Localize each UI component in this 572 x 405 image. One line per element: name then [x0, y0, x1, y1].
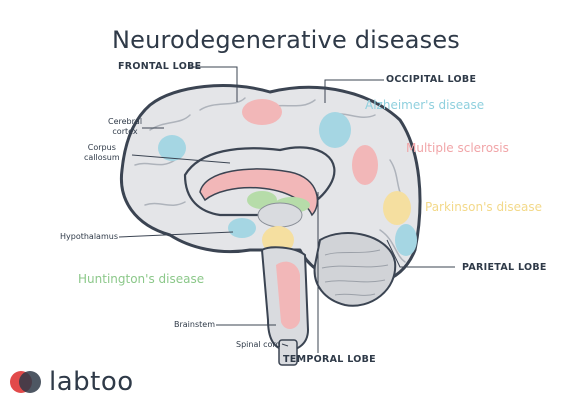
- occipital-lobe-label: OCCIPITAL LOBE: [386, 74, 477, 85]
- parkinson-region-posterior: [383, 191, 411, 225]
- corpus-callosum-shape: [199, 168, 319, 217]
- hypothalamus-label: Hypothalamus: [60, 232, 118, 241]
- frontal-lobe-label: FRONTAL LOBE: [118, 61, 202, 72]
- parietal-lobe-label: PARIETAL LOBE: [462, 262, 547, 273]
- corpus-callosum-label: Corpus callosum: [84, 143, 120, 163]
- legend-parkinsons: Parkinson's disease: [425, 200, 543, 214]
- cerebral-cortex-label: Cerebral cortex: [108, 117, 142, 137]
- parietal-lobe-leader: [386, 239, 455, 268]
- spinal-cord-label: Spinal cord: [236, 340, 281, 349]
- ms-region-brainstem: [276, 261, 300, 329]
- labtoo-logo-icon: [10, 371, 41, 393]
- cerebral-cortex-label-line2: cortex: [112, 127, 138, 136]
- page-title: Neurodegenerative diseases: [111, 26, 461, 54]
- leader-lines: [118, 66, 455, 353]
- labtoo-logo-text: labtoo: [49, 367, 134, 397]
- alzheimer-region-hypothalamus: [228, 218, 256, 238]
- spinal-cord-shape: [278, 339, 298, 366]
- corpus-callosum-label-line1: Corpus: [87, 143, 116, 152]
- legend-alzheimers: Alzheimer's disease: [365, 98, 485, 112]
- cerebral-cortex-label-line1: Cerebral: [108, 117, 143, 126]
- gyri-lines: [134, 97, 406, 263]
- spinal-cord-leader: [281, 343, 289, 347]
- ms-region-frontal: [242, 99, 282, 125]
- occipital-lobe-leader: [324, 79, 384, 103]
- frontal-lobe-leader: [188, 66, 238, 102]
- brainstem-label: Brainstem: [174, 320, 215, 329]
- alzheimer-region-parietal: [395, 224, 417, 256]
- alzheimer-region-occipital: [319, 112, 351, 148]
- hypothalamus-leader: [118, 231, 234, 238]
- corpus-callosum-leader: [131, 154, 231, 164]
- cerebellum-folia: [321, 249, 389, 296]
- corpus-callosum-label-line2: callosum: [84, 153, 120, 162]
- legend-multiple-sclerosis: Multiple sclerosis: [406, 141, 509, 155]
- inner-cortex-line: [183, 146, 336, 217]
- ms-region-posterior: [352, 145, 378, 185]
- thalamus-shape: [257, 202, 303, 228]
- alzheimer-region-cortex: [158, 135, 186, 161]
- legend-huntingtons: Huntington's disease: [78, 272, 205, 286]
- temporal-lobe-label: TEMPORAL LOBE: [283, 354, 376, 365]
